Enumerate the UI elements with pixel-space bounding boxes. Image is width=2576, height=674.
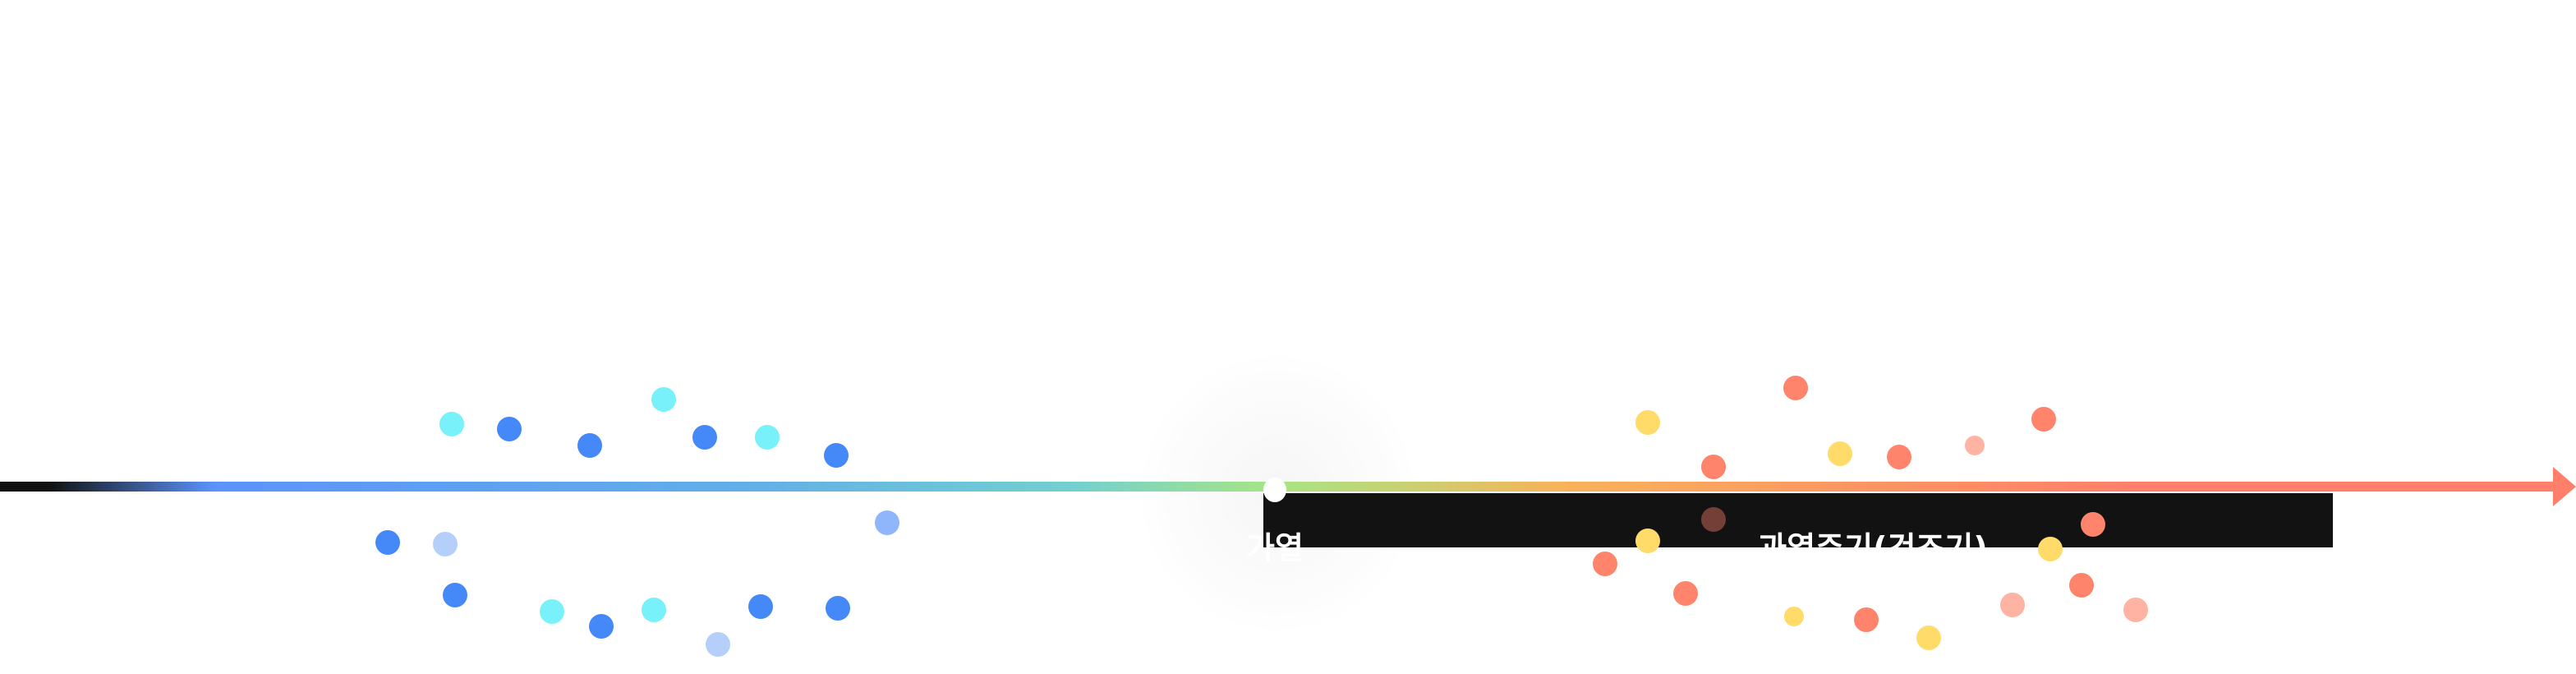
start-phase-label: 가열: [1246, 530, 1304, 566]
particle-dot: [2123, 598, 2148, 622]
particle-dot: [1701, 455, 1726, 479]
particle-dot: [2000, 593, 2025, 617]
particle-dot: [497, 417, 522, 441]
particle-dot: [706, 632, 730, 657]
particle-dot: [2031, 407, 2056, 432]
particle-dot: [1916, 626, 1941, 650]
particle-dot: [824, 443, 849, 468]
particle-dot: [1635, 529, 1660, 553]
particle-dot: [1593, 552, 1617, 576]
phase-band: [1263, 493, 2333, 547]
particle-dot: [2069, 573, 2094, 598]
particle-dot: [375, 530, 400, 555]
particle-dot: [1828, 441, 1852, 466]
particle-dot: [692, 425, 717, 450]
particle-dot: [589, 614, 614, 639]
particle-dot: [1854, 607, 1879, 632]
particle-dot: [755, 425, 780, 450]
particle-dot: [577, 433, 602, 458]
particle-dot: [2038, 537, 2063, 561]
particle-dot: [1701, 507, 1726, 532]
particle-dot: [1887, 445, 1911, 469]
particle-dot: [443, 583, 467, 607]
particle-dot: [826, 596, 850, 621]
particle-dot: [1635, 410, 1660, 435]
particle-dot: [1673, 581, 1698, 606]
particle-dot: [433, 532, 458, 556]
particle-dot: [748, 594, 773, 619]
particle-dot: [1784, 607, 1804, 626]
particle-dot: [439, 412, 464, 436]
cycle-phase-label: 과열주기(건조기): [1758, 530, 1988, 566]
particle-dot: [540, 599, 564, 624]
particle-dot: [642, 598, 666, 622]
particle-dot: [1783, 376, 1808, 400]
arrow-head-icon: [2553, 467, 2576, 506]
particle-dot: [1965, 436, 1985, 455]
particle-dot: [2081, 512, 2105, 537]
timeline-node: [1263, 478, 1286, 502]
particle-dot: [875, 510, 899, 535]
particle-dot: [651, 387, 676, 412]
